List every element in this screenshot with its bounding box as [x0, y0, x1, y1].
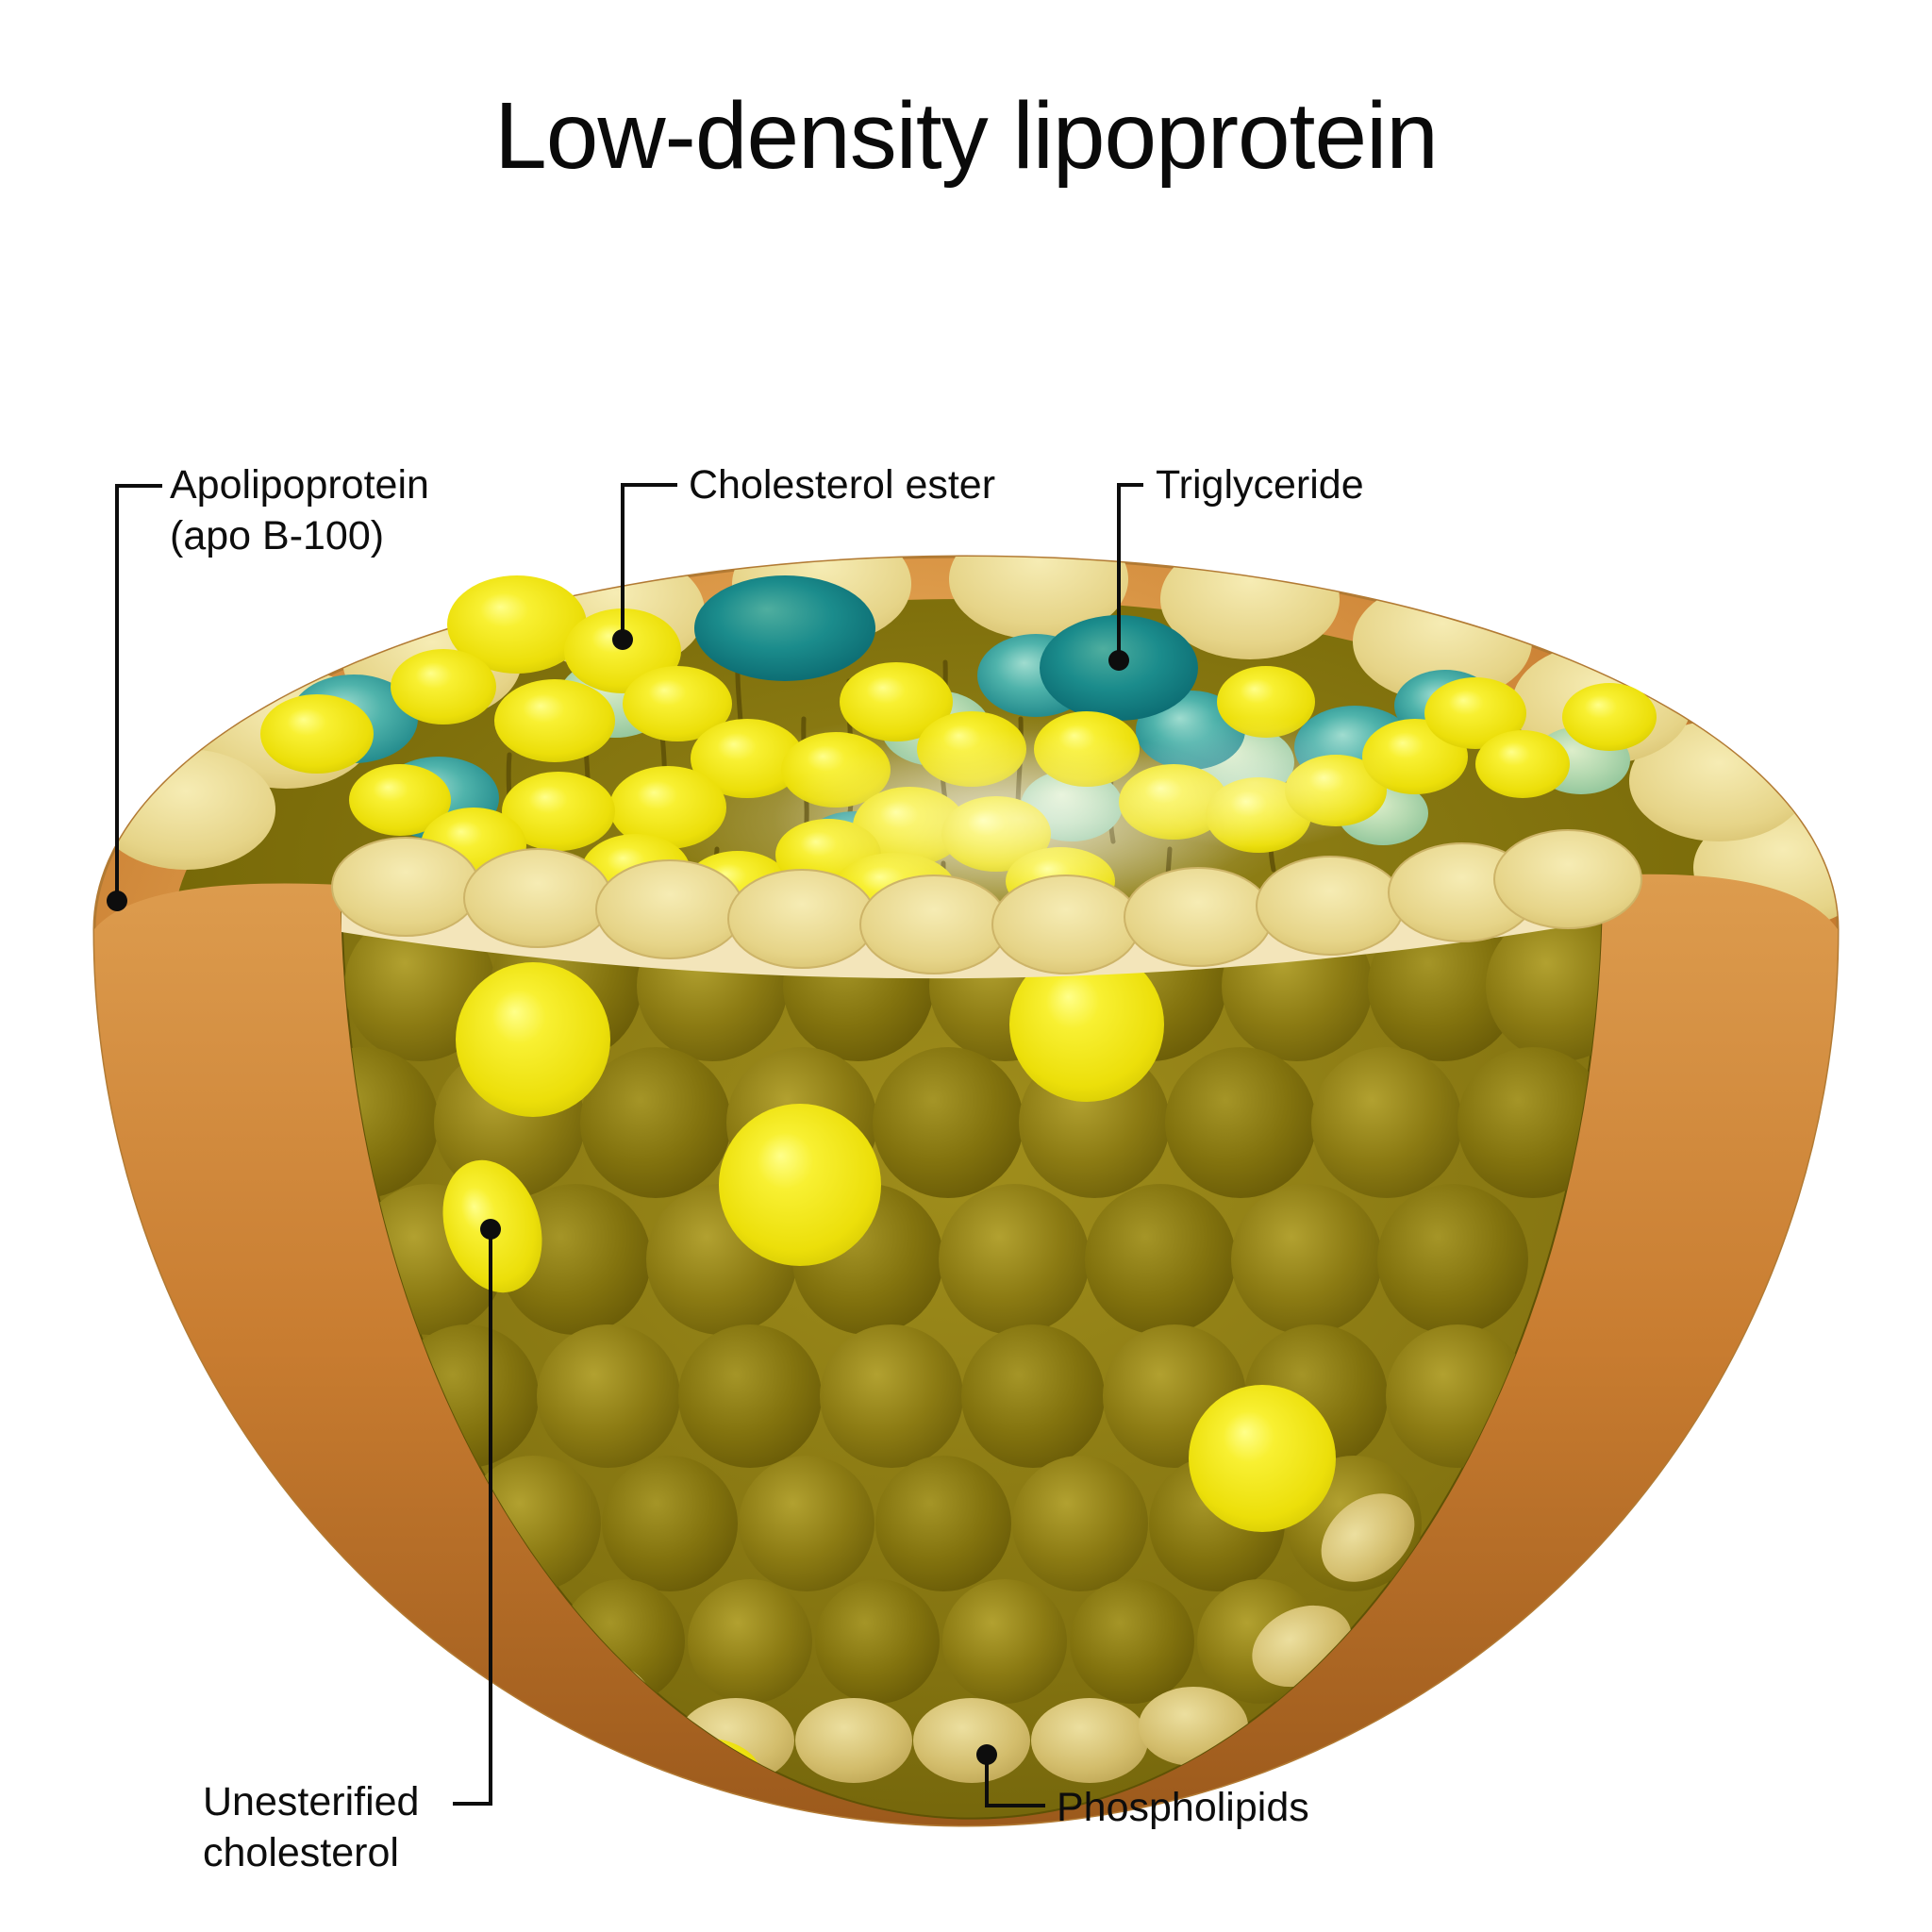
- triglyceride-leader-line: [1117, 483, 1143, 655]
- label-apolipoprotein-line2: (apo B-100): [170, 512, 385, 558]
- label-unesterified-cholesterol-line2: cholesterol: [203, 1829, 399, 1875]
- label-apolipoprotein-line1: Apolipoprotein: [170, 462, 429, 508]
- label-apolipoprotein: Apolipoprotein (apo B-100): [170, 460, 429, 562]
- diagram-title: Low-density lipoprotein: [494, 83, 1439, 189]
- phospholipid-target-molecule: [913, 1698, 1030, 1783]
- unesterified-cholesterol-dot: [480, 1219, 501, 1240]
- phospholipids-leader-line: [985, 1758, 1045, 1807]
- unesterified-cholesterol-leader-line: [453, 1234, 492, 1806]
- label-triglyceride: Triglyceride: [1156, 462, 1364, 508]
- cholesterol-ester-dot: [612, 629, 633, 650]
- label-unesterified-cholesterol: Unesterified cholesterol: [203, 1777, 419, 1879]
- apolipoprotein-leader-line: [115, 484, 162, 898]
- label-cholesterol-ester: Cholesterol ester: [689, 462, 996, 508]
- cholesterol-ester-leader-line: [621, 483, 677, 634]
- leader-dots: [107, 629, 1129, 1765]
- leader-lines: [115, 483, 1143, 1807]
- label-phospholipids: Phospholipids: [1057, 1785, 1309, 1830]
- core-glow-front: [774, 717, 1396, 908]
- triglyceride-dot: [1108, 650, 1129, 671]
- membrane-band-heads: [331, 829, 1642, 974]
- phospholipids-dot: [976, 1744, 997, 1765]
- apolipoprotein-dot: [107, 891, 127, 911]
- label-unesterified-cholesterol-line1: Unesterified: [203, 1779, 420, 1824]
